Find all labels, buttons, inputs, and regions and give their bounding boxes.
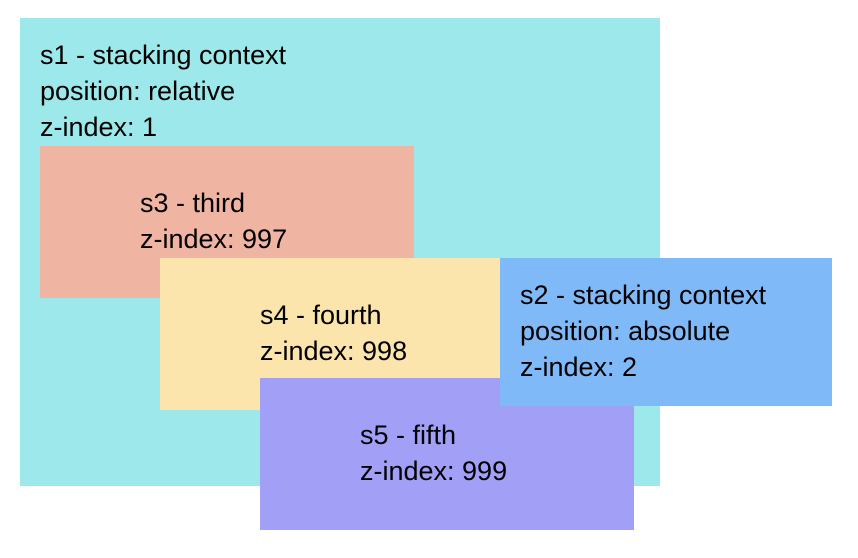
s1-title: s1 - stacking context [40, 40, 287, 70]
s4-title: s4 - fourth [260, 300, 382, 330]
s2-title: s2 - stacking context [520, 280, 767, 310]
s3-z-index: z-index: 997 [140, 224, 288, 254]
s2-stacking-context-box: s2 - stacking context position: absolute… [500, 258, 832, 406]
s5-title: s5 - fifth [360, 420, 457, 450]
s2-z-index: z-index: 2 [520, 352, 638, 382]
s4-z-index: z-index: 998 [260, 336, 408, 366]
s1-position: position: relative [40, 76, 236, 106]
s2-position: position: absolute [520, 316, 731, 346]
s3-title: s3 - third [140, 188, 246, 218]
s5-z-index: z-index: 999 [360, 456, 508, 486]
s1-z-index: z-index: 1 [40, 112, 158, 142]
